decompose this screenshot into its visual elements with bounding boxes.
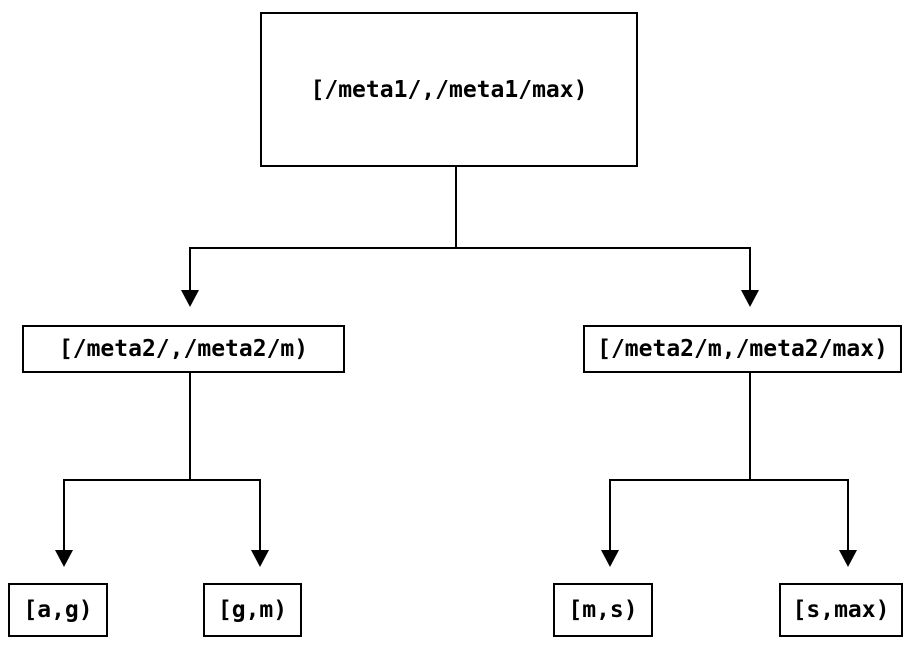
node-leaf-ms: [m,s) xyxy=(553,583,653,637)
arrowhead-right-node xyxy=(741,290,759,307)
node-meta2-upper-label: [/meta2/m,/meta2/max) xyxy=(597,336,888,362)
arrowhead-leaf-smax xyxy=(839,550,857,567)
node-leaf-smax-label: [s,max) xyxy=(792,597,890,623)
node-meta2-lower-range: [/meta2/,/meta2/m) xyxy=(22,325,345,373)
arrowhead-leaf-ms xyxy=(601,550,619,567)
arrowhead-left-node xyxy=(181,290,199,307)
node-leaf-gm-label: [g,m) xyxy=(217,597,288,623)
node-leaf-ag-label: [a,g) xyxy=(23,597,93,623)
arrowhead-leaf-ag xyxy=(55,550,73,567)
node-leaf-smax: [s,max) xyxy=(779,583,903,637)
node-root-label: [/meta1/,/meta1/max) xyxy=(310,76,588,103)
node-meta2-lower-label: [/meta2/,/meta2/m) xyxy=(58,336,309,362)
node-root-meta1-range: [/meta1/,/meta1/max) xyxy=(260,12,638,167)
node-leaf-ag: [a,g) xyxy=(8,583,108,637)
node-meta2-upper-range: [/meta2/m,/meta2/max) xyxy=(583,325,902,373)
node-leaf-gm: [g,m) xyxy=(203,583,302,637)
arrowhead-leaf-gm xyxy=(251,550,269,567)
node-leaf-ms-label: [m,s) xyxy=(568,597,638,623)
